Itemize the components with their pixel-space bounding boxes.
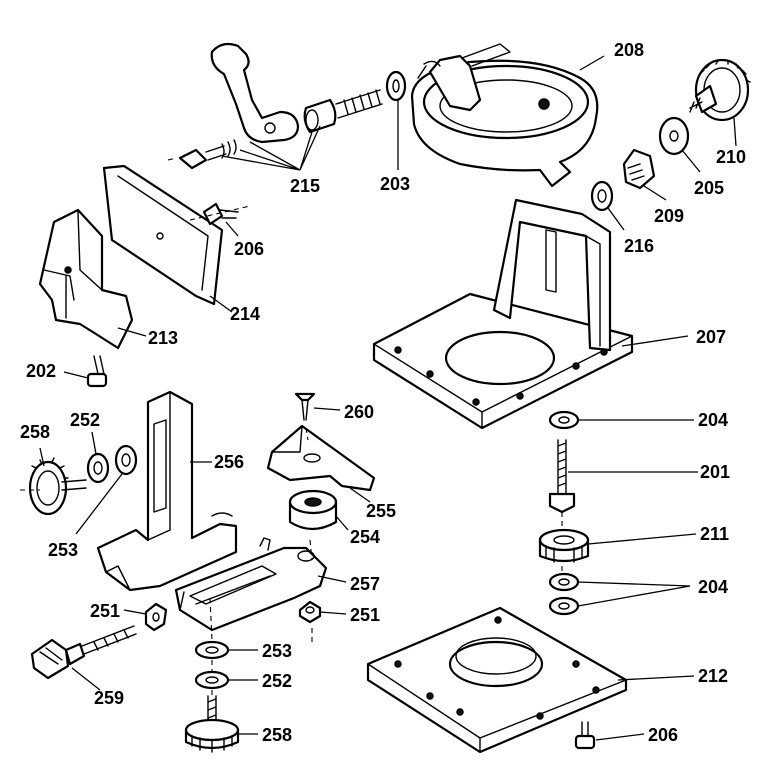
label-204-bottom: 204 xyxy=(698,577,728,597)
label-212: 212 xyxy=(698,666,728,686)
part-216-washer: 216 xyxy=(590,180,654,256)
label-260: 260 xyxy=(344,402,374,422)
label-252-left: 252 xyxy=(70,410,100,430)
part-204-washer-top: 204 xyxy=(548,410,728,430)
part-207-base-bracket: 207 xyxy=(372,198,726,430)
label-206-top: 206 xyxy=(234,239,264,259)
part-251-nut-right: 251 xyxy=(298,600,380,625)
label-251-left: 251 xyxy=(90,601,120,621)
label-210: 210 xyxy=(716,147,746,167)
part-210-knob: 210 xyxy=(689,58,751,167)
part-201-stud: 201 xyxy=(548,439,730,514)
part-253-washer-left: 253 xyxy=(48,444,138,560)
label-207: 207 xyxy=(696,327,726,347)
label-201: 201 xyxy=(700,462,730,482)
part-258-knob-bottom: 258 xyxy=(184,695,292,753)
part-254-roller: 254 xyxy=(288,489,380,547)
assembly-axis-center xyxy=(209,427,313,696)
label-203: 203 xyxy=(380,174,410,194)
label-215: 215 xyxy=(290,176,320,196)
label-205: 205 xyxy=(694,178,724,198)
part-259-knob-screw: 259 xyxy=(30,625,137,708)
part-208-motor-clamp: 208 xyxy=(410,40,644,188)
part-258-knob-left: 258 xyxy=(20,422,87,516)
label-251-right: 251 xyxy=(350,605,380,625)
part-253-washer-bottom: 253 xyxy=(194,640,292,661)
part-206-screw-bottom: 206 xyxy=(574,721,678,750)
part-260-screw: 260 xyxy=(294,392,374,422)
label-257: 257 xyxy=(350,574,380,594)
part-252-washer-bottom: 252 xyxy=(194,670,292,691)
part-209-threaded-insert: 209 xyxy=(622,148,684,226)
label-255: 255 xyxy=(366,501,396,521)
label-208: 208 xyxy=(614,40,644,60)
part-252-washer-left: 252 xyxy=(70,410,110,484)
part-251-nut-left: 251 xyxy=(90,601,168,632)
part-204-washers-bottom: 204 xyxy=(548,572,728,616)
part-215-handle-assembly: 215 xyxy=(178,42,383,196)
part-212-sub-base: 212 xyxy=(366,606,728,754)
label-216: 216 xyxy=(624,236,654,256)
part-202-screw: 202 xyxy=(26,355,108,388)
part-206-screw-top: 206 xyxy=(189,202,264,259)
label-211: 211 xyxy=(700,524,729,544)
label-214: 214 xyxy=(230,304,260,324)
part-256-fence: 256 xyxy=(96,390,244,592)
label-209: 209 xyxy=(654,206,684,226)
label-252-bottom: 252 xyxy=(262,671,292,691)
label-258-bottom: 258 xyxy=(262,725,292,745)
label-204-top: 204 xyxy=(698,410,728,430)
label-206-bottom: 206 xyxy=(648,725,678,745)
label-258-left: 258 xyxy=(20,422,50,442)
label-254: 254 xyxy=(350,527,380,547)
part-255-bracket: 255 xyxy=(266,424,396,521)
assembly-axis-top xyxy=(167,101,345,161)
label-253-bottom: 253 xyxy=(262,641,292,661)
part-214-clear-shield: 214 xyxy=(102,164,260,324)
label-253-left: 253 xyxy=(48,540,78,560)
part-257-guide: 257 xyxy=(174,537,380,632)
label-259: 259 xyxy=(94,688,124,708)
label-213: 213 xyxy=(148,328,178,348)
part-213-sub-fence: 213 xyxy=(38,208,178,350)
label-256: 256 xyxy=(214,452,244,472)
label-202: 202 xyxy=(26,361,56,381)
part-211-nut: 211 xyxy=(538,524,729,563)
part-203-washer: 203 xyxy=(380,70,410,194)
part-205-washer: 205 xyxy=(658,116,724,198)
